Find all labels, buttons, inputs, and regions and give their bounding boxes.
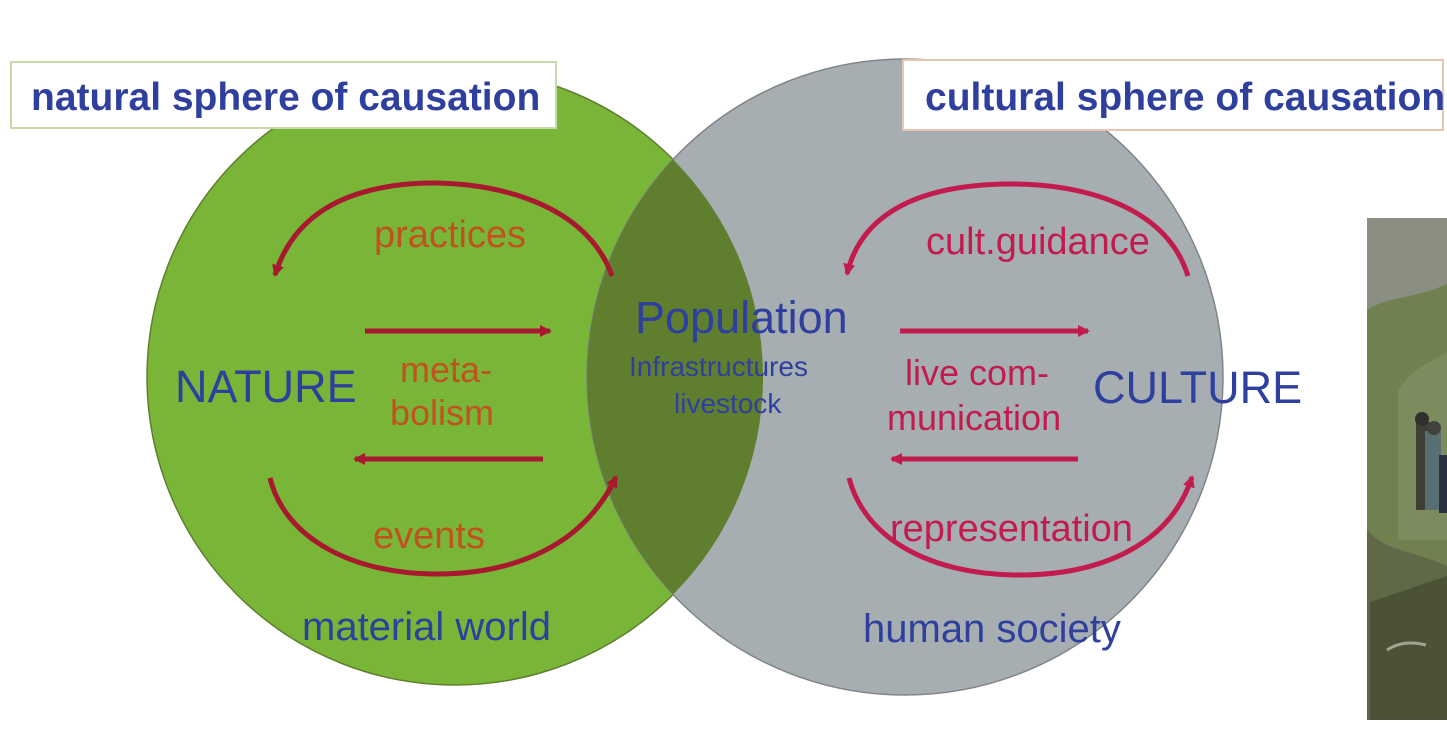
events-label: events	[373, 515, 485, 557]
cult-guidance-label: cult.guidance	[926, 221, 1150, 263]
cultural-sphere-label: cultural sphere of causation	[925, 76, 1445, 119]
culture-title: CULTURE	[1093, 362, 1302, 413]
infrastructures-label: Infrastructures	[629, 351, 808, 382]
metabolism-line-1: meta-	[400, 349, 492, 390]
practices-label: practices	[374, 214, 526, 256]
nature-title: NATURE	[175, 361, 357, 412]
human-society-label: human society	[863, 607, 1121, 651]
live-communication-line-2: munication	[887, 397, 1061, 438]
cultural-sphere-label-box	[902, 59, 1444, 131]
left-top-arc-arrow	[272, 180, 615, 277]
natural-sphere-label-box	[10, 61, 557, 129]
material-world-label: material world	[302, 605, 551, 649]
representation-label: representation	[890, 508, 1133, 550]
metabolism-line-2: bolism	[390, 392, 494, 433]
right-top-arc-arrow	[843, 181, 1191, 277]
left-bottom-arc-arrow	[267, 475, 619, 577]
population-title: Population	[635, 292, 848, 343]
live-communication-line-1: live com-	[905, 352, 1049, 393]
right-bottom-arc-arrow	[846, 475, 1195, 578]
livestock-label: livestock	[674, 388, 782, 419]
photo-thumbnail	[1367, 218, 1447, 720]
natural-sphere-label: natural sphere of causation	[31, 76, 540, 119]
